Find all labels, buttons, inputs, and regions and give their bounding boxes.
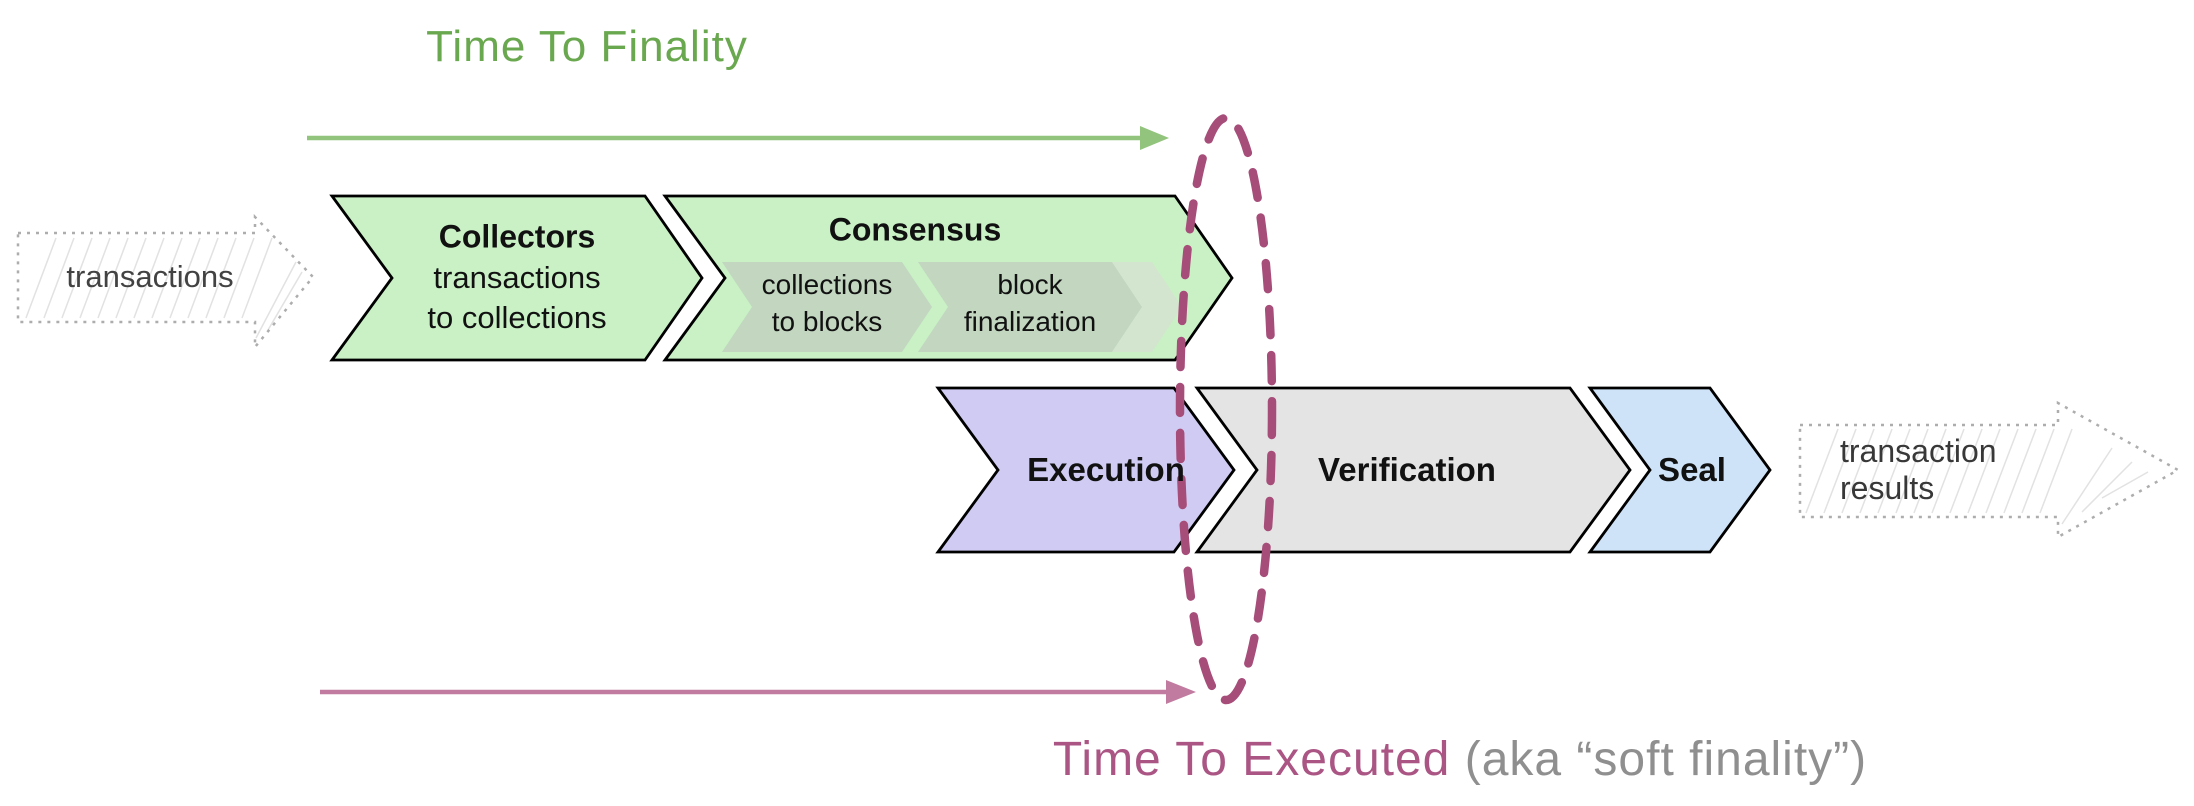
transactions-input-arrow bbox=[16, 213, 315, 351]
block-finalization-subchevron-tip bbox=[1112, 262, 1182, 352]
transactions-input-label: transactions bbox=[66, 259, 234, 294]
soft-finality-ellipse bbox=[1175, 113, 1277, 705]
collectors-line1: transactions bbox=[433, 260, 601, 295]
collectors-title: Collectors bbox=[438, 218, 596, 255]
consensus-sub2-line2: finalization bbox=[963, 306, 1097, 337]
verification-chevron bbox=[1194, 386, 1632, 554]
time-to-executed-arrow bbox=[320, 680, 1196, 704]
consensus-sub1-line2: to blocks bbox=[771, 306, 883, 337]
time-to-executed-secondary: (aka “soft finality”) bbox=[1464, 733, 1868, 786]
time-to-finality-title: Time To Finality bbox=[426, 22, 748, 71]
seal-label: Seal bbox=[1658, 451, 1726, 488]
collectors-line2: to collections bbox=[427, 300, 607, 335]
collections-to-blocks-subchevron bbox=[722, 262, 932, 352]
consensus-sub2-line1: block bbox=[997, 269, 1063, 300]
collectors-chevron bbox=[329, 194, 704, 362]
transaction-results-line1: transaction bbox=[1840, 433, 1997, 469]
time-to-executed-title: Time To Executed (aka “soft finality”) bbox=[880, 732, 2040, 787]
seal-chevron bbox=[1587, 386, 1772, 554]
verification-label: Verification bbox=[1318, 451, 1496, 488]
consensus-sub1-line1: collections bbox=[761, 269, 893, 300]
block-finalization-subchevron bbox=[918, 262, 1142, 352]
transaction-results-label: transaction results bbox=[1840, 433, 1997, 507]
execution-chevron bbox=[935, 386, 1236, 554]
transaction-results-line2: results bbox=[1840, 470, 1935, 506]
transaction-results-output-arrow bbox=[1798, 400, 2181, 540]
execution-label: Execution bbox=[1027, 451, 1185, 488]
consensus-title: Consensus bbox=[828, 211, 1002, 248]
time-to-finality-arrow bbox=[307, 126, 1169, 150]
time-to-executed-primary: Time To Executed bbox=[1052, 733, 1451, 786]
